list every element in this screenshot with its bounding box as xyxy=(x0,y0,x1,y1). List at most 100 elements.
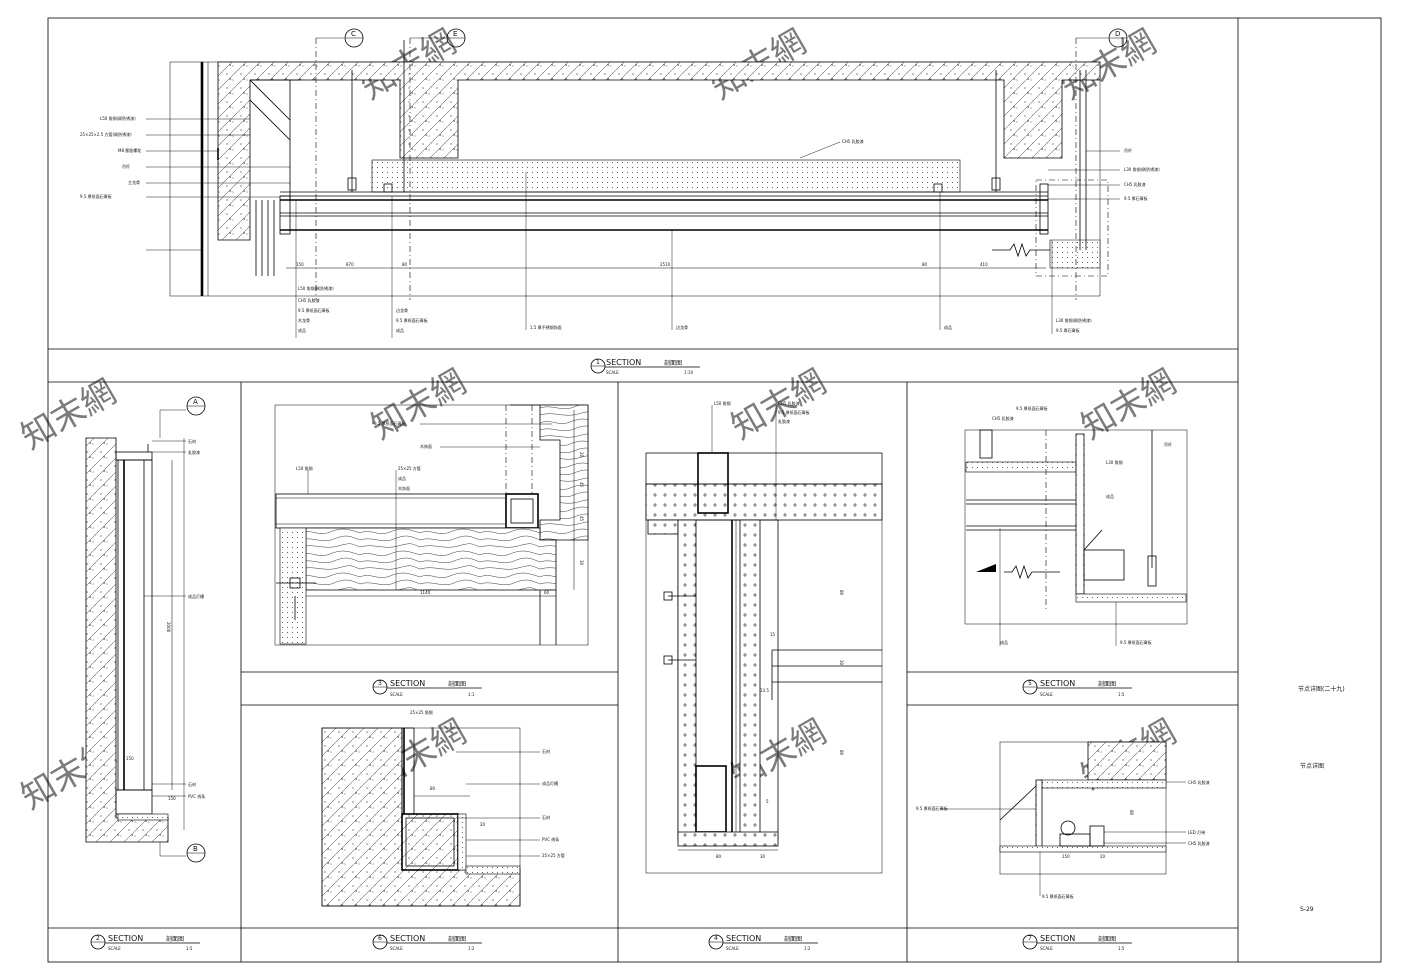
section-number: 4 xyxy=(714,935,718,942)
scale-value: 1:5 xyxy=(186,946,193,951)
dim-label: 2510 xyxy=(660,262,671,267)
callout-note: L50 角钢(刷防锈漆) xyxy=(100,115,136,121)
section-label: SECTION xyxy=(390,934,425,943)
section-6-base-detail: 25×25 角钢 石材 成品灯槽 石材 PVC 线条 25×25 方管 80 2… xyxy=(321,709,565,907)
dim-label: 80 xyxy=(716,854,722,859)
callout-note: 乳胶漆 xyxy=(778,418,790,424)
dim-label: 410 xyxy=(980,262,988,267)
callout-note: CH5 乳胶漆 xyxy=(842,138,864,144)
callout-note: PVC 线条 xyxy=(542,836,559,842)
dim-label: 150 xyxy=(296,262,304,267)
section-name: 剖面图 xyxy=(784,935,802,943)
scale-label: SCALE xyxy=(390,946,403,951)
callout-note: M8 膨胀螺栓 xyxy=(118,147,141,153)
dim-label: 150 xyxy=(126,756,134,761)
grid-bubble-a: A xyxy=(159,396,206,438)
callout-note: 25×25 方管 xyxy=(398,465,421,471)
section-name: 剖面图 xyxy=(448,680,466,688)
callout-note: 吊杆 xyxy=(122,163,130,169)
grid-bubble-b: B xyxy=(159,842,206,863)
dim-label: 20 xyxy=(579,452,584,458)
dim-label: 13.5 xyxy=(760,688,769,693)
title-block: 节点详图(二十九) 节点详图 S-29 xyxy=(1298,685,1345,913)
callout-note: LED 灯带 xyxy=(1188,829,1205,835)
callout-note: 石材 xyxy=(188,781,196,787)
section-label: SECTION xyxy=(606,358,641,367)
dim-label: 30 xyxy=(839,660,844,666)
callout-note: 9.5 厚纸面石膏板 xyxy=(1042,893,1074,899)
grid-bubble-letter: A xyxy=(193,398,198,406)
callout-note: 成品 xyxy=(396,327,404,333)
grid-bubble-c: C xyxy=(316,28,364,48)
scale-label: SCALE xyxy=(1040,946,1053,951)
callout-note: 乳胶漆 xyxy=(188,449,200,455)
scale-label: SCALE xyxy=(606,370,619,375)
dim-label: 60 xyxy=(544,590,550,595)
dim-label: 80 xyxy=(402,262,408,267)
callout-note: 9.5 厚纸面石膏板 xyxy=(298,307,330,313)
callout-note: L50 角钢(刷防锈漆) xyxy=(298,285,334,291)
dim-label: 45 xyxy=(579,516,584,522)
section-label: SECTION xyxy=(726,934,761,943)
callout-note: 成品 xyxy=(398,475,406,481)
dim-label: 1140 xyxy=(420,590,431,595)
callout-note: 25×25 角钢 xyxy=(410,709,433,715)
section-name: 剖面图 xyxy=(1098,680,1116,688)
dim-label: 150 xyxy=(168,796,176,801)
grid-bubble-e: E xyxy=(410,28,466,48)
callout-note: L50 角钢 xyxy=(714,400,731,406)
callout-note: CH5 乳胶漆 xyxy=(992,415,1014,421)
callout-note: 25×25 方管 xyxy=(542,852,565,858)
section-1-ceiling: 150 870 80 2510 80 410 L50 角钢(刷防锈漆) 25×2… xyxy=(80,28,1160,338)
callout-note: 1.5 厚不锈钢饰面 xyxy=(530,324,562,330)
scale-value: 1:5 xyxy=(1118,946,1125,951)
callout-note: 木龙骨 xyxy=(298,317,310,323)
section-4-partition: 80 15 80 80 30 5 13.5 30 L50 角钢 CH5 乳胶漆 … xyxy=(645,400,883,874)
dim-label: 5 xyxy=(766,799,769,804)
callout-note: 成品 xyxy=(1000,639,1008,645)
callout-note: 9.5 厚纸面石膏板 xyxy=(396,317,428,323)
section-title-7: 7 SECTION 剖面图 SCALE 1:5 xyxy=(1022,934,1132,951)
callout-note: 9.5 厚纸面石膏板 xyxy=(80,193,112,199)
callout-note: 9.5 厚石膏板 xyxy=(1056,327,1080,333)
grid-bubble-letter: C xyxy=(351,30,356,38)
callout-note: 石材 xyxy=(542,814,550,820)
callout-note: 成品 xyxy=(944,324,952,330)
section-3-panel-joint: 1140 60 20 45 45 30 9.5 厚纸面石膏板 木饰面 L50 角… xyxy=(274,404,589,646)
section-5-ceiling-edge: CH5 乳胶漆 9.5 厚纸面石膏板 L30 角钢 成品 吊杆 成品 9.5 厚… xyxy=(964,405,1188,646)
sheet-subtitle: 节点详图 xyxy=(1300,762,1324,770)
scale-label: SCALE xyxy=(108,946,121,951)
callout-note: 边龙骨 xyxy=(396,307,408,313)
callout-note: 成品 xyxy=(298,327,306,333)
section-title-6: 6 SECTION 剖面图 SCALE 1:2 xyxy=(372,934,482,951)
dim-label: 80 xyxy=(1129,810,1134,816)
sheet-frame xyxy=(47,17,1382,963)
dim-label: 2000 xyxy=(166,622,171,633)
scale-value: 1:2 xyxy=(804,946,811,951)
callout-note: CH5 乳胶漆 xyxy=(298,297,320,303)
dim-label: 150 xyxy=(1062,854,1070,859)
scale-value: 1:1 xyxy=(468,692,475,697)
section-name: 剖面图 xyxy=(448,935,466,943)
dim-label: 870 xyxy=(346,262,354,267)
callout-note: CH5 乳胶漆 xyxy=(778,400,800,406)
sheet-title: 节点详图(二十九) xyxy=(1298,685,1345,693)
scale-value: 1:5 xyxy=(1118,692,1125,697)
section-number: 6 xyxy=(378,935,382,942)
section-title-1: 1 SECTION 剖面图 SCALE 1:10 xyxy=(590,358,700,375)
callout-note: 吊杆 xyxy=(1164,441,1172,447)
dim-label: 15 xyxy=(770,632,776,637)
scale-label: SCALE xyxy=(726,946,739,951)
dim-label: 30 xyxy=(760,854,766,859)
scale-label: SCALE xyxy=(390,692,403,697)
callout-note: L50 角钢 xyxy=(296,465,313,471)
callout-note: L30 角钢(刷防锈漆) xyxy=(1056,317,1092,323)
callout-note: 9.5 厚纸面石膏板 xyxy=(1120,639,1152,645)
section-label: SECTION xyxy=(108,934,143,943)
dim-label: 30 xyxy=(579,560,584,566)
watermark-text: 知末網 xyxy=(1075,362,1183,448)
callout-note: 木饰面 xyxy=(420,443,432,449)
dim-label: 80 xyxy=(922,262,928,267)
callout-note: 石材 xyxy=(542,748,550,754)
callout-note: CH5 乳胶漆 xyxy=(1124,181,1146,187)
